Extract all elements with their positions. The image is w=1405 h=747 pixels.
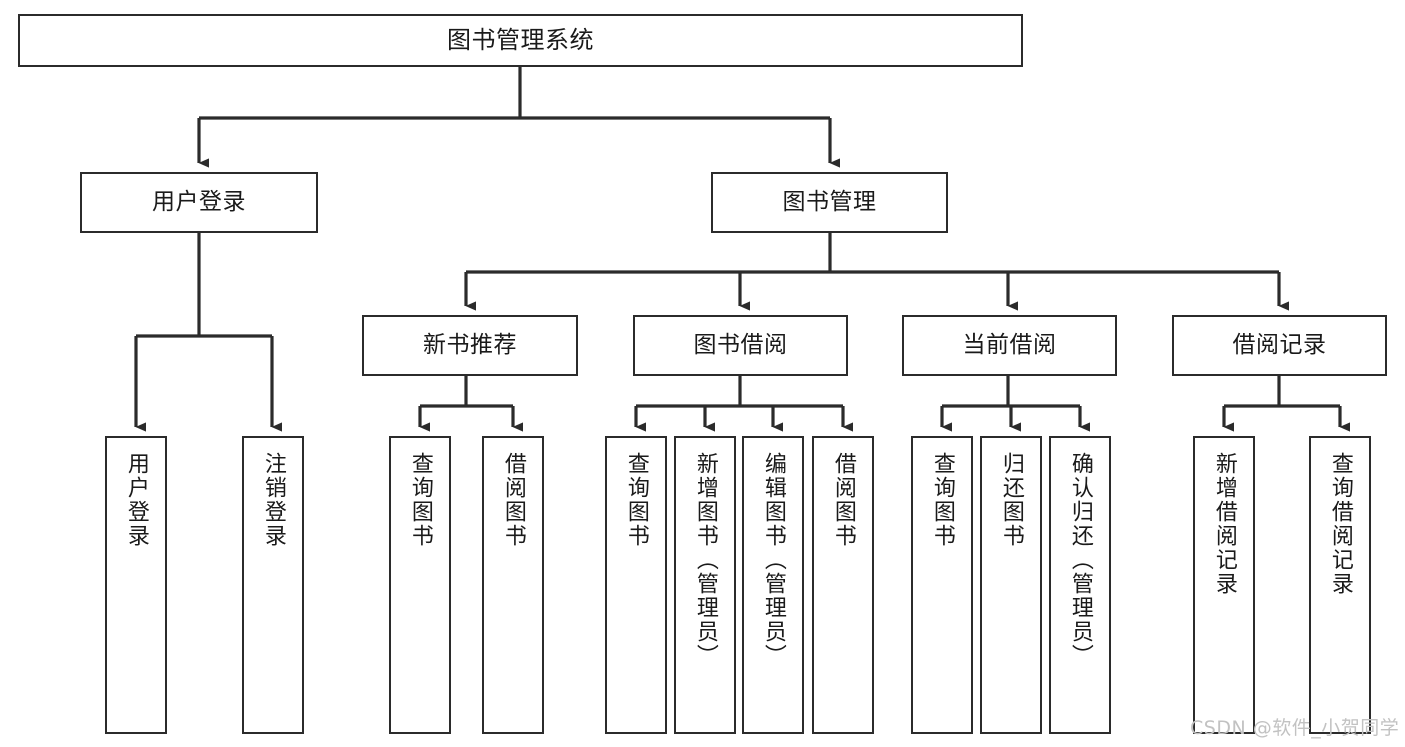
node-label: 查询图书 bbox=[407, 452, 433, 548]
node-label: 图书管理系统 bbox=[447, 26, 594, 55]
node-label: 用户登录 bbox=[152, 188, 246, 215]
node-book-borrow[interactable]: 图书借阅 bbox=[633, 315, 848, 376]
node-leaf-query-book-recommend[interactable]: 查询图书 bbox=[389, 436, 451, 734]
node-label: 注销登录 bbox=[260, 452, 286, 548]
node-label: 图书借阅 bbox=[693, 331, 788, 358]
node-leaf-query-book-borrow[interactable]: 查询图书 bbox=[605, 436, 667, 734]
node-user-login[interactable]: 用户登录 bbox=[80, 172, 318, 233]
node-leaf-user-login[interactable]: 用户登录 bbox=[105, 436, 167, 734]
node-label: 当前借阅 bbox=[962, 331, 1057, 358]
node-label: 新增图书（管理员） bbox=[692, 452, 718, 668]
node-leaf-edit-book-admin[interactable]: 编辑图书（管理员） bbox=[742, 436, 804, 734]
node-label: 查询借阅记录 bbox=[1327, 452, 1353, 596]
node-label: 借阅记录 bbox=[1232, 331, 1327, 358]
node-leaf-return-book[interactable]: 归还图书 bbox=[980, 436, 1042, 734]
node-label: 用户登录 bbox=[123, 452, 149, 548]
node-label: 确认归还（管理员） bbox=[1067, 452, 1093, 668]
csdn-watermark: CSDN @软件_小贺同学 bbox=[1190, 717, 1400, 739]
node-label: 查询图书 bbox=[929, 452, 955, 548]
node-label: 借阅图书 bbox=[500, 452, 526, 548]
node-root-book-management-system[interactable]: 图书管理系统 bbox=[18, 14, 1023, 67]
node-label: 归还图书 bbox=[998, 452, 1024, 548]
node-leaf-query-borrow-record[interactable]: 查询借阅记录 bbox=[1309, 436, 1371, 734]
node-label: 新书推荐 bbox=[423, 331, 517, 358]
node-leaf-add-book-admin[interactable]: 新增图书（管理员） bbox=[674, 436, 736, 734]
node-label: 查询图书 bbox=[623, 452, 649, 548]
node-leaf-borrow-book[interactable]: 借阅图书 bbox=[812, 436, 874, 734]
node-label: 借阅图书 bbox=[830, 452, 856, 548]
node-label: 编辑图书（管理员） bbox=[760, 452, 786, 668]
node-label: 新增借阅记录 bbox=[1211, 452, 1237, 596]
node-book-management[interactable]: 图书管理 bbox=[711, 172, 948, 233]
node-new-book-recommend[interactable]: 新书推荐 bbox=[362, 315, 578, 376]
node-leaf-borrow-book-recommend[interactable]: 借阅图书 bbox=[482, 436, 544, 734]
node-leaf-logout[interactable]: 注销登录 bbox=[242, 436, 304, 734]
node-leaf-add-borrow-record[interactable]: 新增借阅记录 bbox=[1193, 436, 1255, 734]
node-leaf-confirm-return-admin[interactable]: 确认归还（管理员） bbox=[1049, 436, 1111, 734]
node-current-borrow[interactable]: 当前借阅 bbox=[902, 315, 1117, 376]
node-leaf-query-book-current[interactable]: 查询图书 bbox=[911, 436, 973, 734]
node-label: 图书管理 bbox=[782, 188, 877, 215]
node-borrow-record[interactable]: 借阅记录 bbox=[1172, 315, 1387, 376]
